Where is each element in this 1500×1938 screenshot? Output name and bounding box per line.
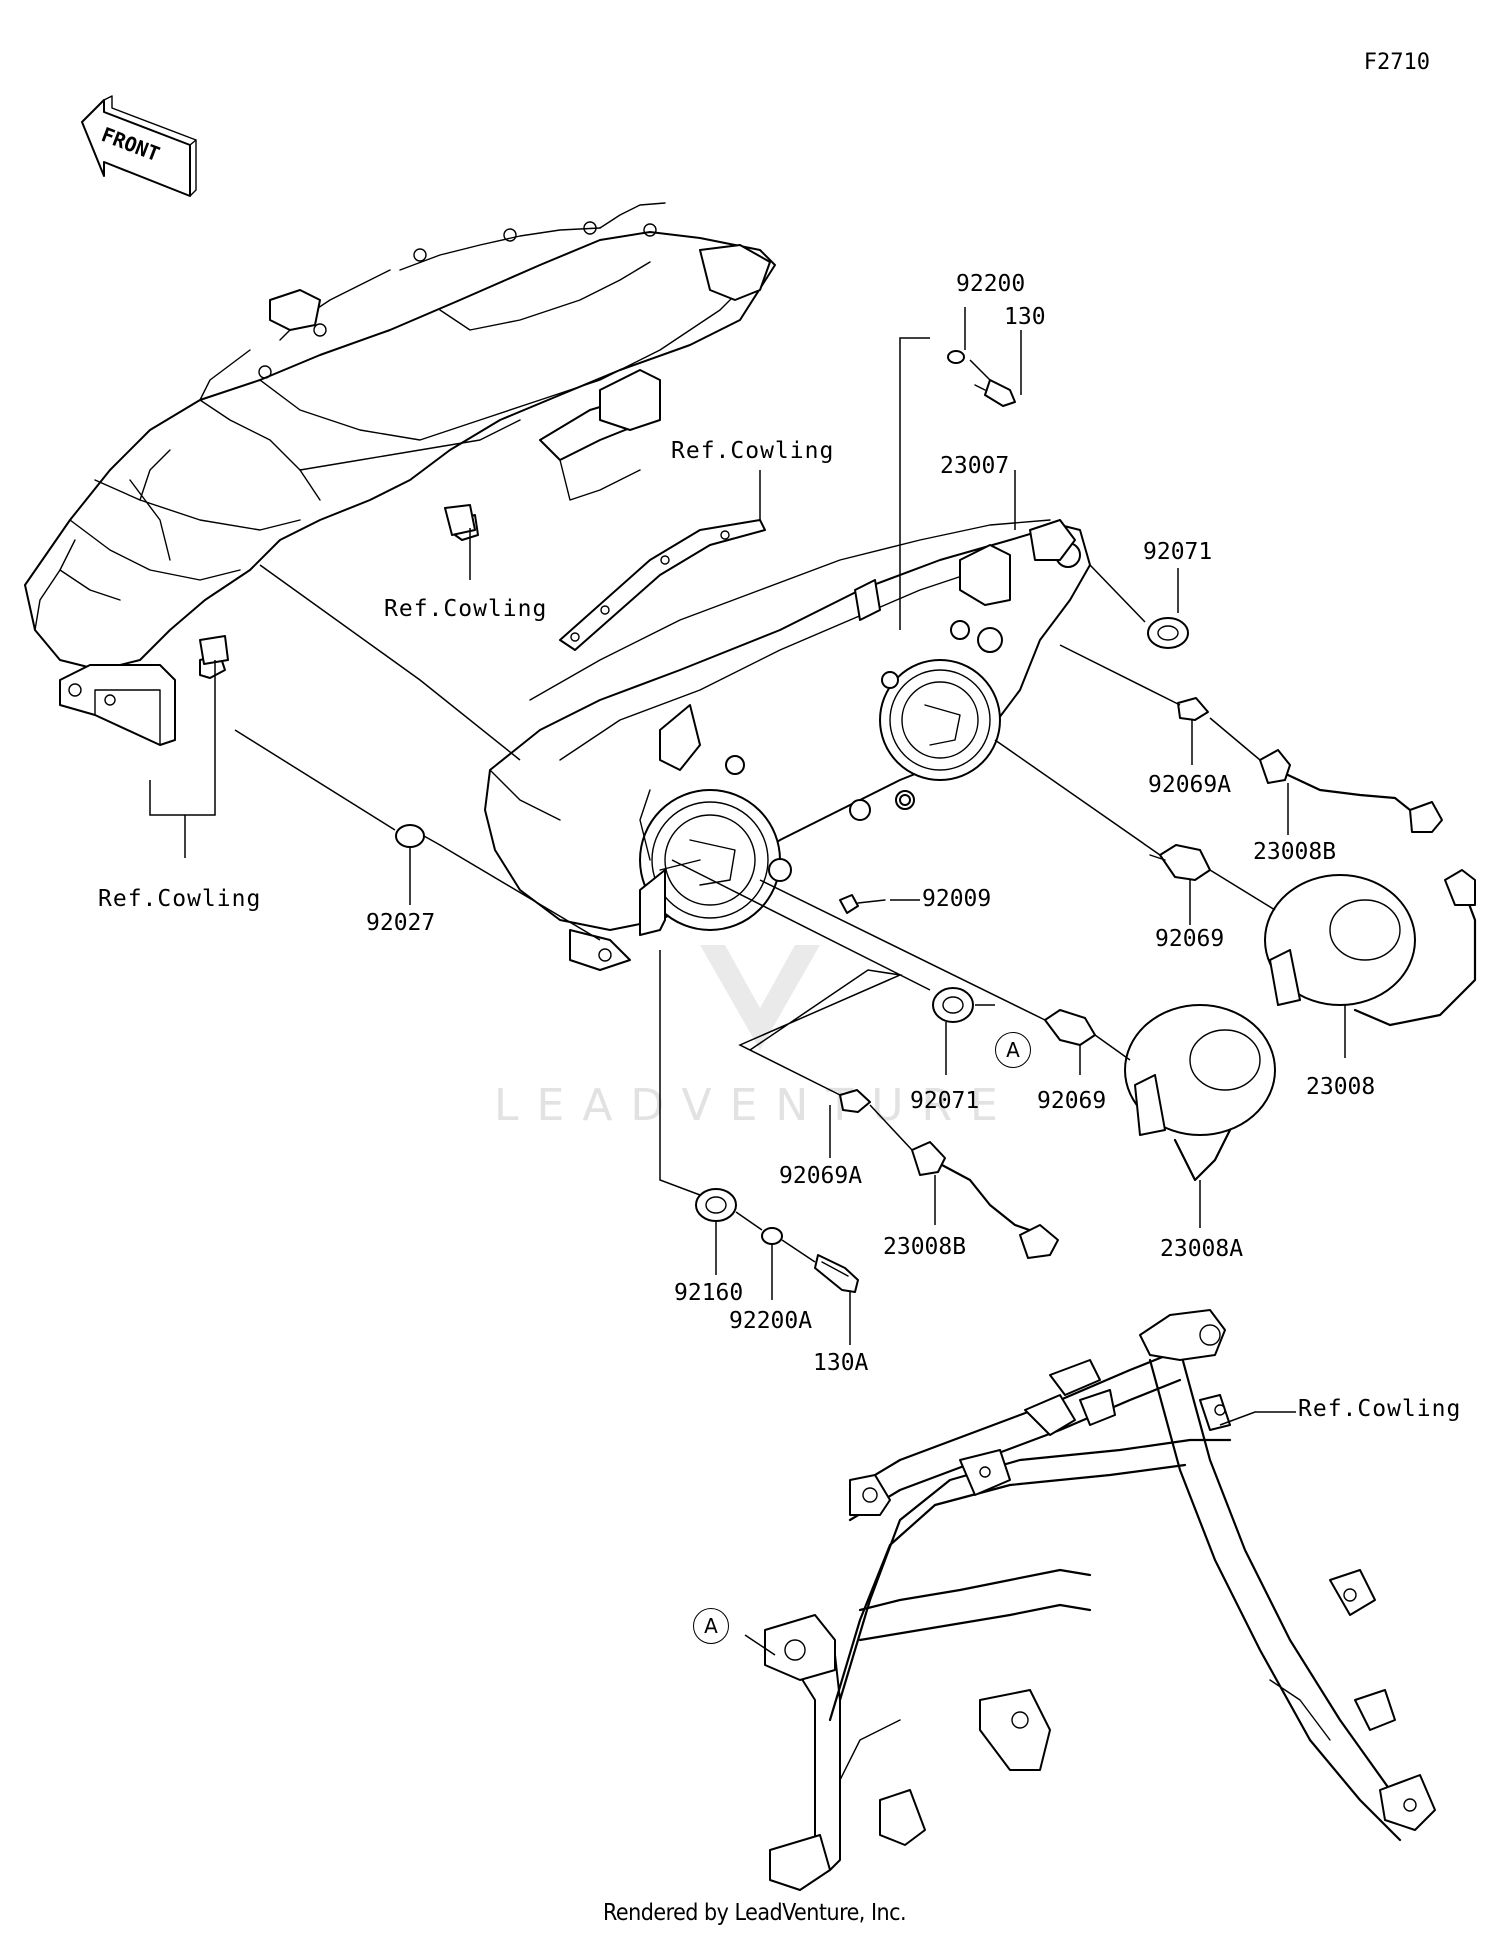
damper-92160 (695, 1188, 737, 1222)
label-23007: 23007 (940, 453, 1010, 479)
label-92009: 92009 (922, 886, 992, 912)
figure-code: F2710 (1363, 50, 1430, 75)
label-92069-mid: 92069 (1037, 1088, 1107, 1114)
label-23008A: 23008A (1160, 1236, 1244, 1262)
bulb-92069-mid (1044, 1009, 1096, 1046)
upper-cowling (24, 202, 776, 746)
bulb-92069-right (1149, 844, 1211, 881)
label-130A: 130A (813, 1350, 869, 1376)
label-92200A: 92200A (729, 1308, 813, 1334)
cowling-bracket (559, 519, 766, 651)
grommet-92071-top (1147, 617, 1189, 649)
bolt-130A (814, 1254, 859, 1293)
label-92160: 92160 (674, 1280, 744, 1306)
label-ref-cowling-left: Ref.Cowling (98, 886, 262, 912)
label-92027: 92027 (366, 910, 436, 936)
label-92200: 92200 (956, 271, 1026, 297)
label-ref-cowling-top: Ref.Cowling (671, 438, 835, 464)
label-23008: 23008 (1306, 1074, 1376, 1100)
label-ref-cowling-mid: Ref.Cowling (384, 596, 548, 622)
bushing-92027 (395, 824, 441, 848)
label-92069-right: 92069 (1155, 926, 1225, 952)
headlight-assembly (484, 519, 1091, 971)
bulb-92069A-mid (839, 1089, 871, 1113)
front-arrow-icon: FRONT (81, 95, 197, 197)
label-92069A-right: 92069A (1148, 772, 1232, 798)
screw-130 (947, 350, 1016, 407)
label-ref-cowling-frame: Ref.Cowling (1298, 1396, 1462, 1422)
cover-23008A (1124, 1004, 1276, 1182)
cover-23008 (1264, 869, 1477, 1027)
label-92069A-mid: 92069A (779, 1163, 863, 1189)
label-92071-top: 92071 (1143, 539, 1213, 565)
callout-a-upper: A (995, 1032, 1031, 1068)
callout-a-lower: A (693, 1608, 729, 1644)
socket-23008B-mid (911, 1141, 1059, 1259)
screw-92009 (839, 894, 886, 914)
grommet-92071-bottom (932, 987, 974, 1023)
label-23008B-mid: 23008B (883, 1234, 967, 1260)
label-23008B-right: 23008B (1253, 839, 1337, 865)
cowling-clip (444, 504, 476, 536)
label-92071-bottom: 92071 (910, 1088, 980, 1114)
socket-23008B-right (1259, 749, 1443, 833)
cowling-stay-frame (764, 1309, 1436, 1891)
washer-92200A (761, 1227, 783, 1245)
watermark-logo (700, 945, 820, 1050)
footer-credit: Rendered by LeadVenture, Inc. (603, 1900, 907, 1926)
leader-lines (149, 307, 1346, 1656)
bulb-92069A-right (1177, 697, 1209, 721)
cowling-clip-2 (199, 635, 229, 665)
watermark: LEADVENTURE (494, 1080, 1016, 1131)
label-130: 130 (1004, 304, 1046, 330)
